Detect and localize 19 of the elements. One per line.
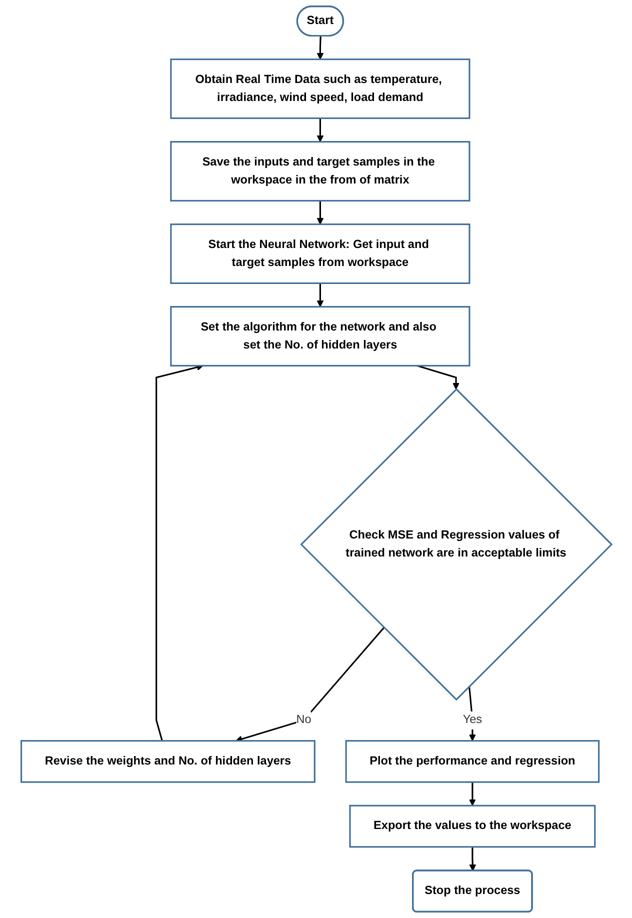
arrow [235,627,384,742]
arrow [316,200,324,225]
node-box: Export the values to the workspace [348,804,596,848]
arrow [468,686,476,742]
node-box: Save the inputs and target samples in the workspace in the from of matrix [170,141,470,202]
edge-label: No [296,712,311,726]
node-box: Revise the weights and No. of hidden layers [20,740,315,783]
node-box: Plot the performance and regression [344,740,600,783]
node-box: Start the Neural Network: Get input and target samples from workspace [170,224,470,284]
arrow [468,846,476,872]
node-box: Set the algorithm for the network and also set the No. of hidden layers [170,306,470,366]
arrow [468,782,476,806]
node-diamond: Check MSE and Regression values of trained network are in acceptable limits [300,388,612,701]
node-box: Obtain Real Time Data such as temperature, irradiance, wind speed, load demand [170,58,470,120]
arrow [316,118,324,142]
arrow [316,36,324,60]
arrow [416,364,460,390]
arrow [316,283,324,308]
edge-label: Yes [462,712,482,726]
